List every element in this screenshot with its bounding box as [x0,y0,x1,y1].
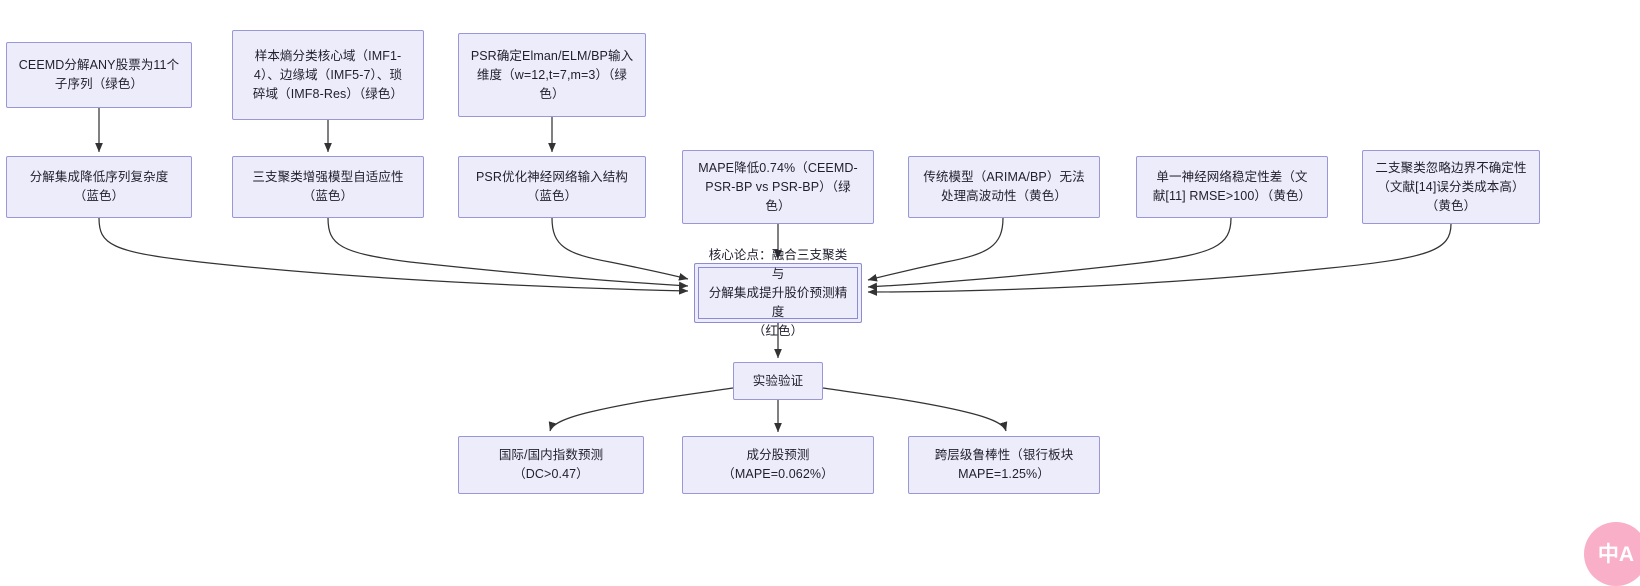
edge-n4-n11 [98,217,689,295]
watermark-badge: 中A [1584,522,1640,586]
edge-n9-n11 [867,217,1232,291]
node-ceemd-decompose[interactable]: CEEMD分解ANY股票为11个 子序列（绿色） [6,42,192,108]
node-traditional-model-limitation[interactable]: 传统模型（ARIMA/BP）无法 处理高波动性（黄色） [908,156,1100,218]
node-experimental-validation[interactable]: 实验验证 [733,362,823,400]
node-decomposition-reduces-complexity[interactable]: 分解集成降低序列复杂度 （蓝色） [6,156,192,218]
node-sample-entropy-classify[interactable]: 样本熵分类核心域（IMF1- 4）、边缘域（IMF5-7）、琐 碎域（IMF8-… [232,30,424,120]
watermark-label: 中A [1597,542,1635,566]
node-two-way-clustering-limitation[interactable]: 二支聚类忽略边界不确定性 （文献[14]误分类成本高） （黄色） [1362,150,1540,224]
node-constituent-stock-result[interactable]: 成分股预测 （MAPE=0.062%） [682,436,874,494]
flowchart-canvas: CEEMD分解ANY股票为11个 子序列（绿色） 样本熵分类核心域（IMF1- … [6,30,1640,586]
edge-n12-n15 [822,387,1008,432]
node-index-forecast-result[interactable]: 国际/国内指数预测 （DC>0.47） [458,436,644,494]
node-single-nn-instability[interactable]: 单一神经网络稳定性差（文 献[11] RMSE>100）（黄色） [1136,156,1328,218]
edge-n5-n11 [327,217,689,290]
node-cross-level-robustness-result[interactable]: 跨层级鲁棒性（银行板块 MAPE=1.25%） [908,436,1100,494]
edge-n12-n13 [548,387,734,432]
edge-n6-n11 [551,217,689,281]
edge-n10-n11 [867,223,1452,296]
node-psr-optimizes-nn-structure[interactable]: PSR优化神经网络输入结构 （蓝色） [458,156,646,218]
node-mape-reduction-evidence[interactable]: MAPE降低0.74%（CEEMD- PSR-BP vs PSR-BP）（绿 色… [682,150,874,224]
node-psr-input-dimension[interactable]: PSR确定Elman/ELM/BP输入 维度（w=12,t=7,m=3）（绿 色… [458,33,646,117]
node-core-thesis[interactable]: 核心论点：融合三支聚类与 分解集成提升股价预测精度 （红色） [694,248,862,338]
edge-n8-n11 [867,217,1004,282]
node-three-way-clustering-adaptivity[interactable]: 三支聚类增强模型自适应性 （蓝色） [232,156,424,218]
